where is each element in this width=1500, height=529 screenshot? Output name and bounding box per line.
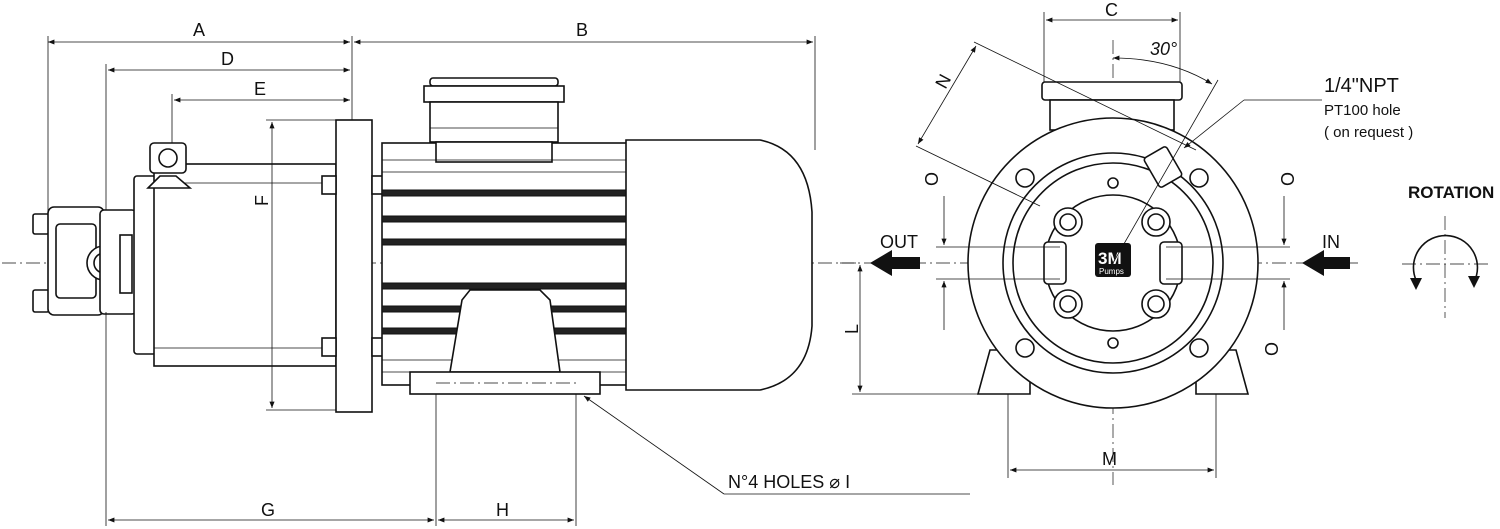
flow-out-label: OUT	[880, 232, 918, 252]
dim-label-m: M	[1102, 449, 1117, 469]
side-view: A B D E F G H N°4 HOLES ⌀ I	[2, 20, 970, 526]
flange-bolts	[1015, 168, 1209, 358]
rotation-title: ROTATION	[1408, 183, 1494, 202]
svg-text:Pumps: Pumps	[1099, 267, 1124, 276]
dim-label-c: C	[1105, 0, 1118, 20]
dim-label-a: A	[193, 20, 205, 40]
pt100-label: PT100 hole	[1324, 102, 1401, 119]
dim-label-e: E	[254, 79, 266, 99]
front-view: 3M Pumps	[840, 0, 1413, 485]
front-dimensions	[852, 12, 1350, 478]
holes-callout: N°4 HOLES ⌀ I	[728, 472, 850, 492]
flow-in-label: IN	[1322, 232, 1340, 252]
dim-label-b: B	[576, 20, 588, 40]
dim-label-o-left: O	[922, 172, 942, 186]
dim-label-g: G	[261, 500, 275, 520]
pump-body	[133, 119, 385, 413]
dim-label-f: F	[252, 195, 272, 206]
npt-title: 1/4"NPT	[1324, 75, 1399, 97]
rotation-arrow-icon	[1412, 234, 1479, 283]
brand-logo: 3M Pumps	[1095, 243, 1131, 277]
dim-label-l: L	[842, 324, 862, 334]
rotation-indicator: ROTATION	[1402, 183, 1494, 318]
svg-text:3M: 3M	[1098, 249, 1122, 268]
pump-head	[32, 206, 137, 316]
fan-cover	[625, 139, 813, 391]
dim-label-h: H	[496, 500, 509, 520]
cover-screws	[1053, 207, 1171, 319]
dim-label-o-right-top: O	[1278, 172, 1298, 186]
angle-label: 30°	[1150, 39, 1177, 59]
side-dimensions	[47, 36, 970, 526]
dim-label-n: N	[931, 71, 955, 92]
dim-label-o-right-bottom: O	[1262, 342, 1282, 356]
on-request-label: ( on request )	[1324, 124, 1413, 141]
dim-label-d: D	[221, 49, 234, 69]
motor-body	[381, 77, 629, 395]
